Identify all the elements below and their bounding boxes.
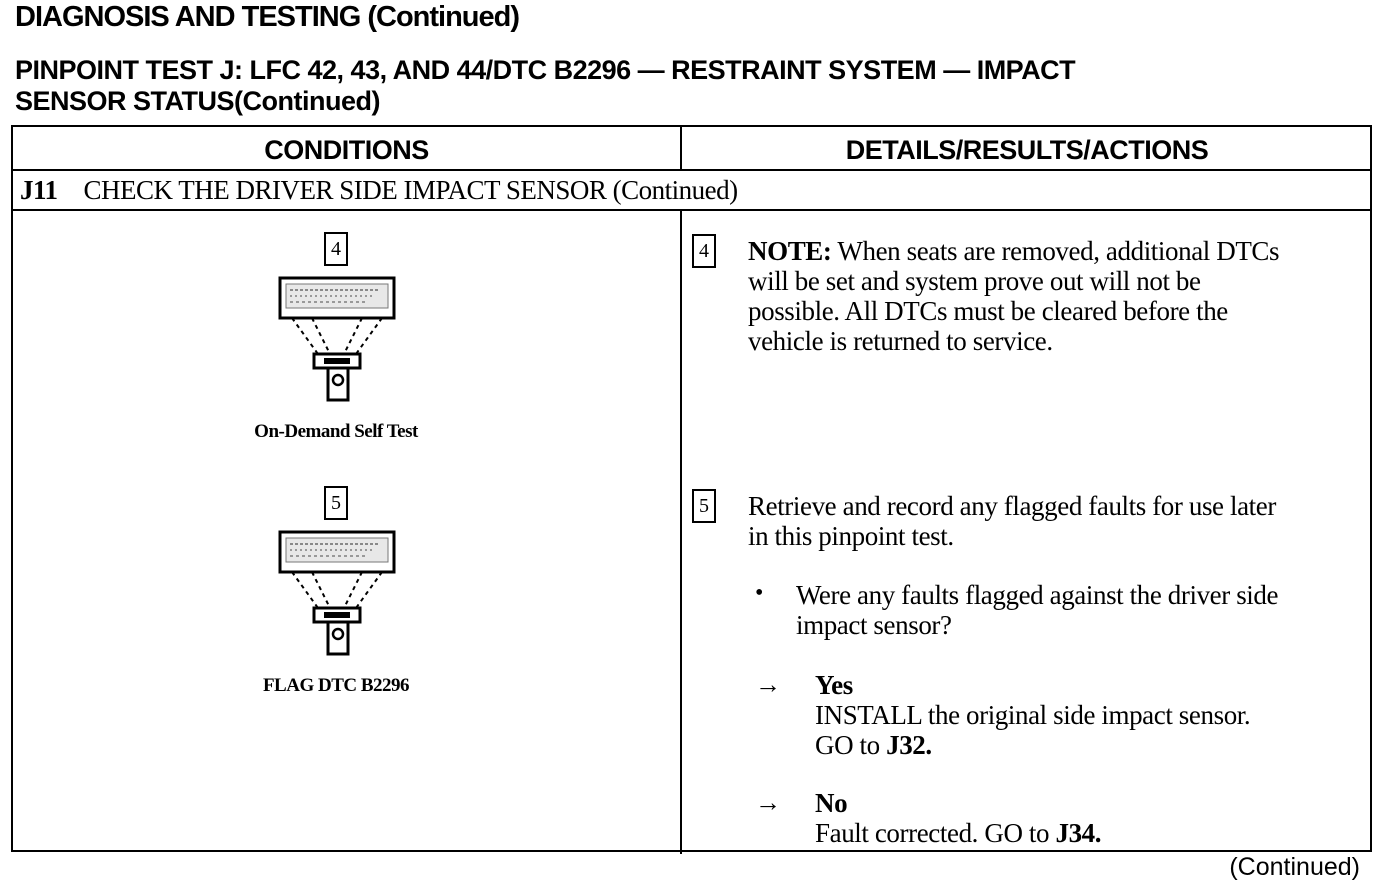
yes-result: Yes INSTALL the original side impact sen… xyxy=(815,670,1251,760)
note-line1-text: When seats are removed, additional DTCs xyxy=(837,236,1280,266)
header-row-divider xyxy=(13,169,1370,171)
step4-note: NOTE: When seats are removed, additional… xyxy=(748,236,1280,356)
no-label: No xyxy=(815,788,848,818)
yes-line1: INSTALL the original side impact sensor. xyxy=(815,700,1251,730)
column-divider-top xyxy=(680,127,682,171)
step5-instruction: Retrieve and record any flagged faults f… xyxy=(748,491,1276,551)
column-divider-body xyxy=(680,209,682,854)
yes-goto-ref: J32. xyxy=(886,730,932,760)
page-title: DIAGNOSIS AND TESTING (Continued) xyxy=(15,1,520,33)
step-id: J11 xyxy=(20,175,58,205)
details-step5-number: 5 xyxy=(692,489,716,523)
scan-tool-connected-icon xyxy=(278,276,396,402)
conditions-step4-number: 4 xyxy=(324,232,348,266)
step4-note-line1: NOTE: When seats are removed, additional… xyxy=(748,236,1280,266)
step5-line1: Retrieve and record any flagged faults f… xyxy=(748,491,1276,521)
details-step4-number: 4 xyxy=(692,234,716,268)
step-title-row-divider xyxy=(13,209,1370,211)
step5-question: Were any faults flagged against the driv… xyxy=(796,580,1278,640)
note-label: NOTE: xyxy=(748,236,832,266)
conditions-step4-caption: On-Demand Self Test xyxy=(254,421,418,442)
no-goto-ref: J34. xyxy=(1055,818,1102,848)
pinpoint-test-heading-line1: PINPOINT TEST J: LFC 42, 43, AND 44/DTC … xyxy=(15,55,1076,85)
step4-note-line3: possible. All DTCs must be cleared befor… xyxy=(748,296,1228,326)
question-line2: impact sensor? xyxy=(796,610,952,640)
conditions-step5-number: 5 xyxy=(324,486,348,520)
step4-note-line2: will be set and system prove out will no… xyxy=(748,266,1201,296)
question-line1: Were any faults flagged against the driv… xyxy=(796,580,1279,610)
pinpoint-test-heading-line2: SENSOR STATUS(Continued) xyxy=(15,86,380,116)
no-result: No Fault corrected. GO to J34. xyxy=(815,788,1102,848)
step4-note-line4: vehicle is returned to service. xyxy=(748,326,1053,356)
conditions-step5-caption: FLAG DTC B2296 xyxy=(262,675,410,696)
yes-line2: GO to J32. xyxy=(815,730,1250,760)
conditions-column-header: CONDITIONS xyxy=(264,135,429,165)
yes-arrow-icon: → xyxy=(755,670,781,699)
yes-line2-prefix: GO to xyxy=(815,730,887,760)
bullet-icon: • xyxy=(755,580,764,606)
no-line1-prefix: Fault corrected. GO to xyxy=(815,818,1056,848)
yes-label: Yes xyxy=(815,670,853,700)
no-arrow-icon: → xyxy=(755,788,781,817)
pinpoint-test-table: CONDITIONS DETAILS/RESULTS/ACTIONS J11 CH… xyxy=(11,125,1372,854)
step-title: CHECK THE DRIVER SIDE IMPACT SENSOR (Con… xyxy=(83,175,739,205)
scan-tool-flag-icon xyxy=(278,530,396,656)
no-line1: Fault corrected. GO to J34. xyxy=(815,818,1102,848)
step-title-row: J11 CHECK THE DRIVER SIDE IMPACT SENSOR (… xyxy=(20,175,738,206)
continued-footer: (Continued) xyxy=(1229,853,1360,881)
step5-line2: in this pinpoint test. xyxy=(748,521,954,551)
details-column-header: DETAILS/RESULTS/ACTIONS xyxy=(845,135,1209,165)
pinpoint-test-heading: PINPOINT TEST J: LFC 42, 43, AND 44/DTC … xyxy=(15,55,1076,117)
